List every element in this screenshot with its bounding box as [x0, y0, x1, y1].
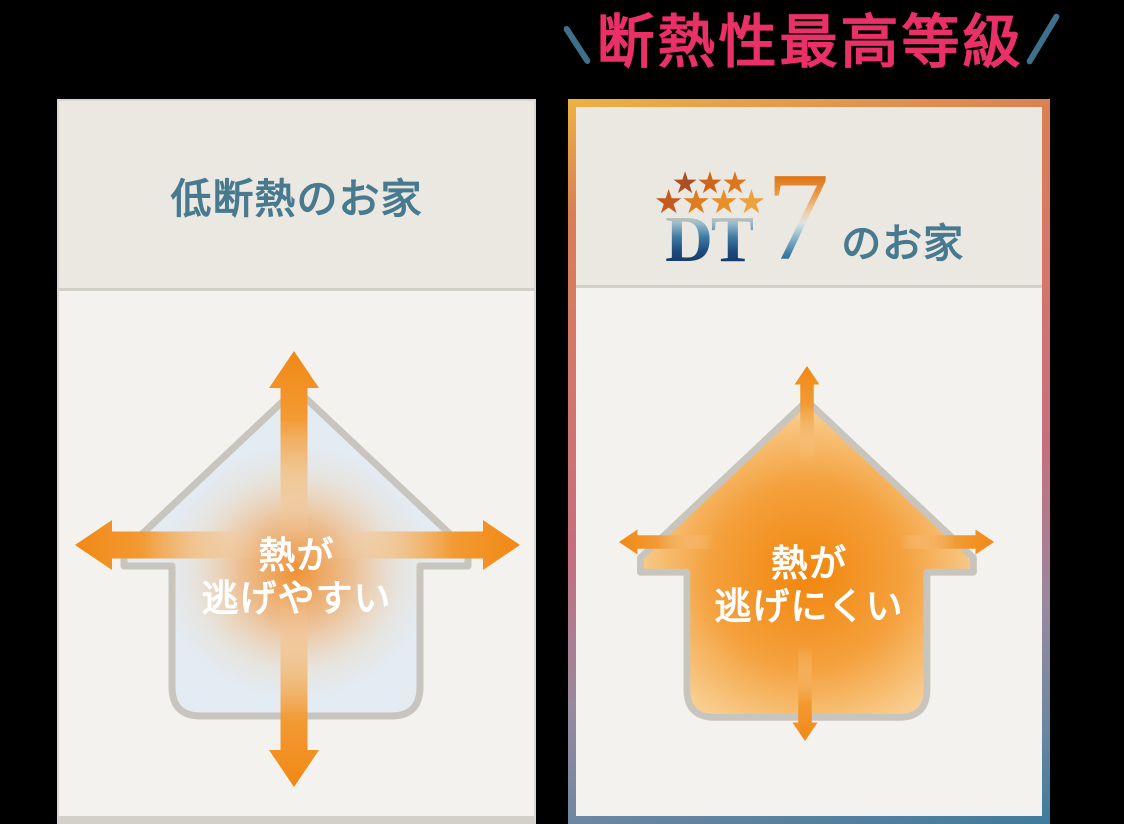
cold-house-label: 熱が 逃げやすい: [59, 534, 534, 620]
warm-house-graphic: [619, 366, 994, 741]
right-arrow-icon: [899, 529, 994, 555]
dt7-logo: ★★★ ★★★★ DT 7 のお家: [653, 123, 965, 287]
dt7-title-suffix: のお家: [841, 221, 965, 267]
dt7-body: 熱が 逃げにくい: [576, 288, 1042, 813]
banner-title: 断熱性最高等級: [596, 8, 1024, 76]
left-arrow-icon: [619, 529, 714, 555]
warm-house-label: 熱が 逃げにくい: [576, 542, 1042, 628]
star-row-top: ★★★: [671, 166, 749, 201]
star-row-bottom: ★★★★: [653, 182, 767, 221]
cold-house-graphic: [75, 351, 520, 787]
star-icon: ★: [681, 182, 711, 221]
up-arrow-icon: [269, 351, 319, 541]
star-icon: ★: [671, 166, 699, 201]
star-icon: ★: [653, 182, 684, 221]
low-insulation-title: 低断熱のお家: [170, 174, 423, 223]
right-slash-mark-icon: [1024, 12, 1061, 66]
dt7-panel-frame: ★★★ ★★★★ DT 7 のお家: [568, 99, 1050, 824]
cold-house-label-line1: 熱が: [258, 534, 335, 577]
star-icon: ★: [736, 182, 767, 221]
dt7-header: ★★★ ★★★★ DT 7 のお家: [576, 107, 1042, 288]
left-arrow-icon: [75, 520, 265, 570]
seven-numeral: 7: [766, 148, 830, 287]
dt7-logo-stars-and-letters: ★★★ ★★★★ DT: [653, 166, 767, 276]
house-icon: [120, 385, 472, 720]
up-arrow-icon: [794, 366, 820, 461]
low-insulation-header: 低断熱のお家: [59, 101, 534, 291]
right-arrow-icon: [330, 520, 520, 570]
cold-house-label-line2: 逃げやすい: [201, 577, 392, 620]
down-arrow-icon: [269, 597, 319, 787]
left-slash-mark-icon: [562, 24, 592, 66]
low-insulation-panel: 低断熱のお家: [57, 99, 536, 824]
heat-glow: [124, 389, 468, 716]
banner: 断熱性最高等級: [540, 0, 1080, 84]
star-icon: ★: [709, 182, 739, 221]
low-insulation-body: 熱が 逃げやすい: [59, 291, 534, 816]
dt7-panel: ★★★ ★★★★ DT 7 のお家: [576, 107, 1042, 816]
warm-house-label-line1: 熱が: [771, 542, 847, 585]
star-icon: ★: [696, 166, 724, 201]
down-arrow-icon: [792, 646, 818, 741]
dt-letters: DT: [665, 203, 755, 276]
star-icon: ★: [721, 166, 748, 201]
warm-house-label-line2: 逃げにくい: [714, 585, 904, 628]
